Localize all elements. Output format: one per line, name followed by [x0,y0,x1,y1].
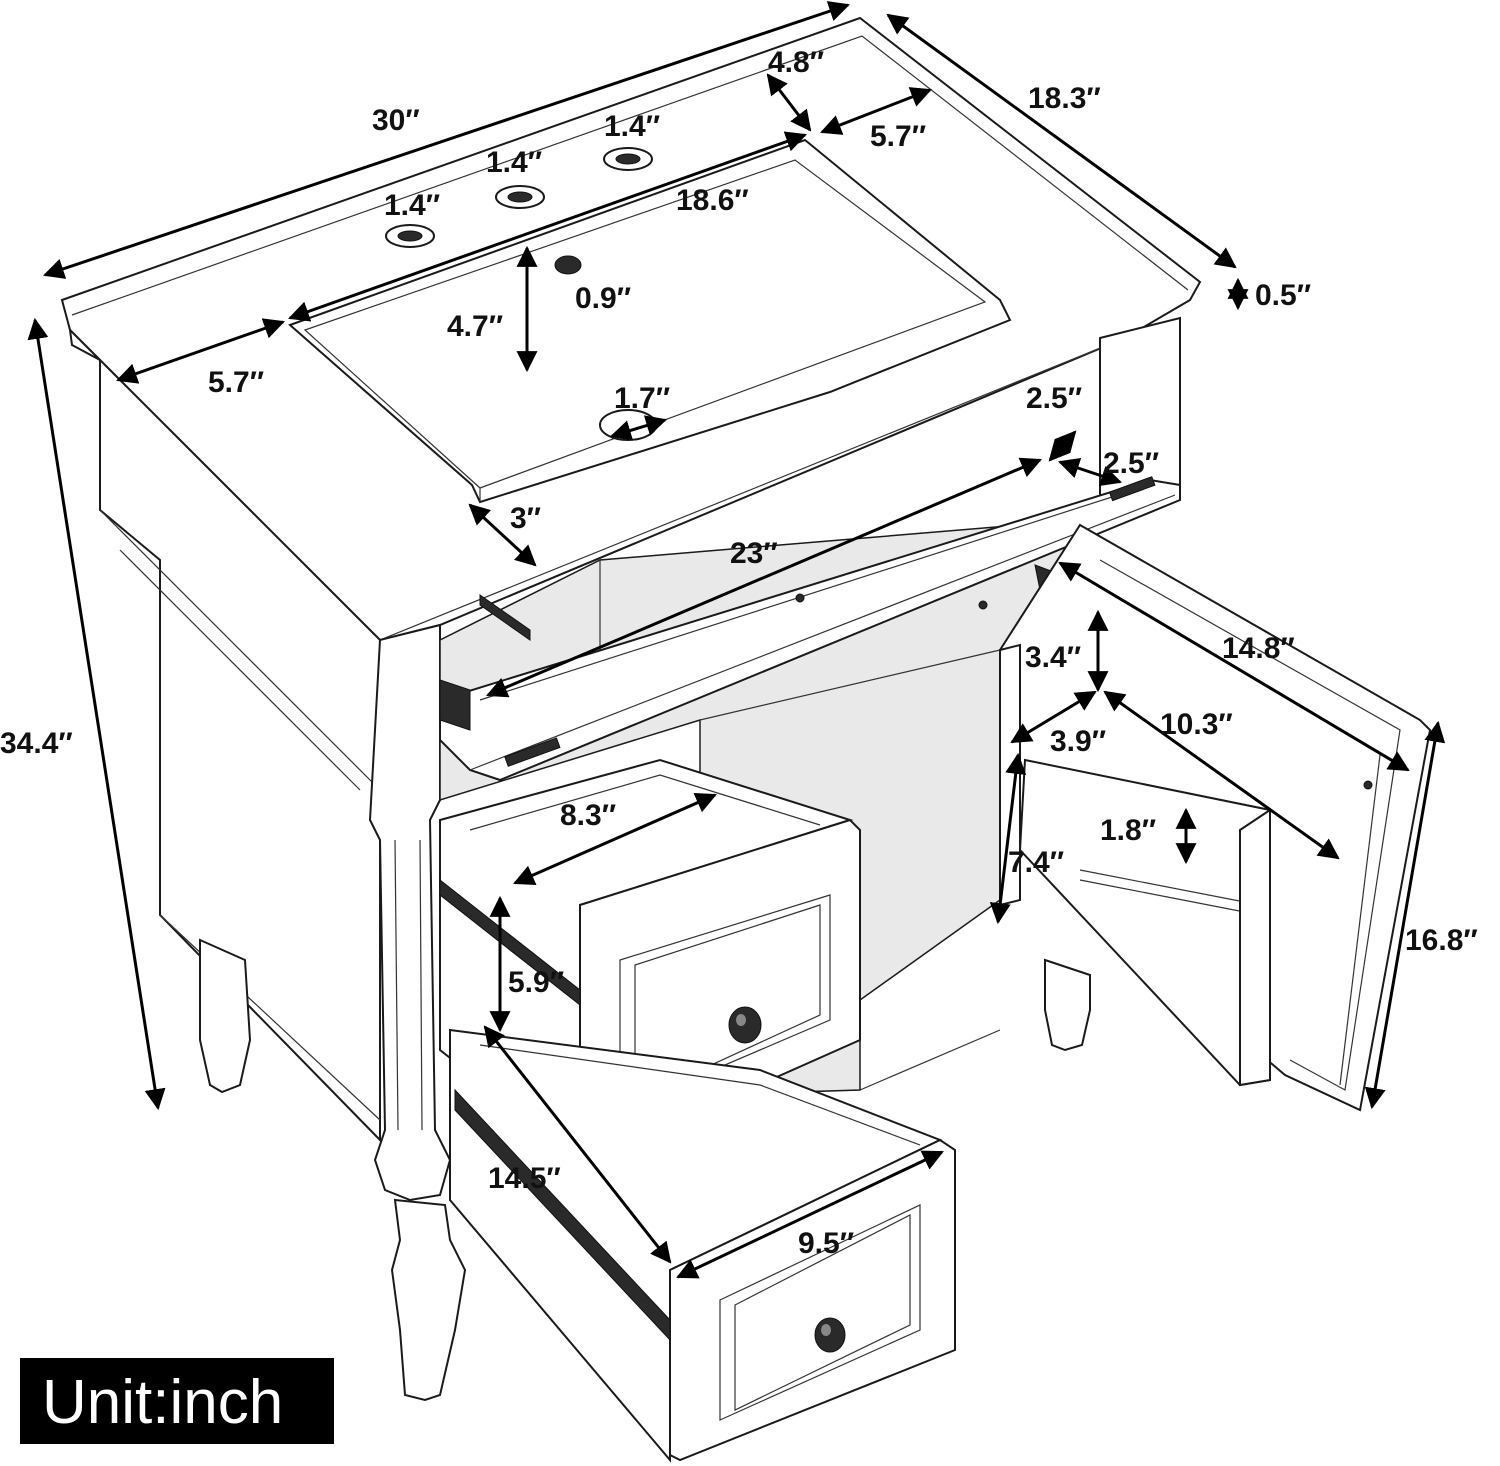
label-top-thickness: 0.5″ [1255,279,1311,312]
arrow-height [27,317,166,1111]
dimension-labels: 30″ 18.3″ 34.4″ 0.5″ 1.4″ 1.4″ 1.4″ 4.8″… [0,46,1478,1260]
arrow-top-drawer-width [486,457,1042,698]
label-drawer-depth: 14.5″ [488,1162,561,1195]
label-door-shelf-height: 7.4″ [1008,846,1064,879]
arrow-top-drawer-depth [1058,458,1122,486]
label-top-drawer-width: 23″ [730,537,778,570]
label-height: 34.4″ [0,727,73,760]
arrow-basin-back [766,73,812,132]
cabinet-leg [390,1198,467,1402]
label-basin-front-margin: 3″ [510,502,541,535]
arrow-basin-right [820,87,932,135]
faucet-hole-icon [603,147,653,171]
label-door-shelf-lip: 1.8″ [1100,814,1156,847]
label-basin-back-margin: 4.8″ [768,46,824,79]
label-lower-drawer-width: 9.5″ [798,1227,854,1260]
arrow-lower-drawer-width [676,1150,944,1279]
label-faucet-hole-mid: 1.4″ [486,146,542,179]
faucet-hole-icon [495,185,545,209]
drawer-knob-icon [814,1317,846,1353]
drawer-handle-icon [1108,476,1156,502]
label-basin-right-margin: 5.7″ [870,120,926,153]
arrow-drawer-depth [483,1025,672,1264]
label-door-shelf-width: 10.3″ [1160,708,1233,741]
unit-badge: Unit:inch [20,1358,334,1444]
arrow-door-width [1058,561,1410,772]
arrow-depth [886,13,1237,269]
arrow-door-height [1364,720,1446,1110]
hinge-icon [439,679,471,731]
arrow-top-drawer-height [1048,430,1077,462]
label-drain-hole: 1.7″ [614,382,670,415]
arrow-door-shelf-width [1103,690,1340,860]
label-basin-width: 18.6″ [676,184,749,217]
label-door-width: 14.8″ [1222,632,1295,665]
arrow-basin-left [116,318,285,384]
arrow-drawer-interior-width [513,793,717,885]
label-drawer-interior-width: 8.3″ [560,799,616,832]
label-basin-left-margin: 5.7″ [208,366,264,399]
label-overflow-hole: 0.9″ [575,282,631,315]
label-top-drawer-depth: 2.5″ [1103,447,1159,480]
drawer-handle-icon [504,737,561,767]
label-depth: 18.3″ [1028,82,1101,115]
label-door-height: 16.8″ [1405,924,1478,957]
label-drawer-interior-height: 5.9″ [508,966,564,999]
overflow-hole-icon [554,255,582,275]
cabinet-leg [1044,958,1091,1052]
faucet-hole-icon [385,224,435,248]
label-door-shelf-depth: 3.9″ [1050,725,1106,758]
label-top-drawer-height: 2.5″ [1026,382,1082,415]
arrow-door-shelf-depth [1010,690,1097,744]
arrow-basin-width [288,131,807,322]
drawer-knob-icon [728,1006,762,1044]
label-width: 30″ [372,104,420,137]
label-faucet-hole-left: 1.4″ [384,189,440,222]
door-shelf-side [1239,808,1271,1087]
dimension-arrows [27,1,1446,1279]
front-pillar [368,623,452,1202]
arrow-drain [609,415,668,441]
arrow-door-shelf-height [989,752,1027,925]
label-basin-depth: 4.7″ [447,310,503,343]
cabinet-leg [199,938,252,1094]
label-faucet-hole-right: 1.4″ [604,110,660,143]
unit-label: Unit:inch [42,1368,283,1437]
label-door-shelf-top-gap: 3.4″ [1025,641,1081,674]
